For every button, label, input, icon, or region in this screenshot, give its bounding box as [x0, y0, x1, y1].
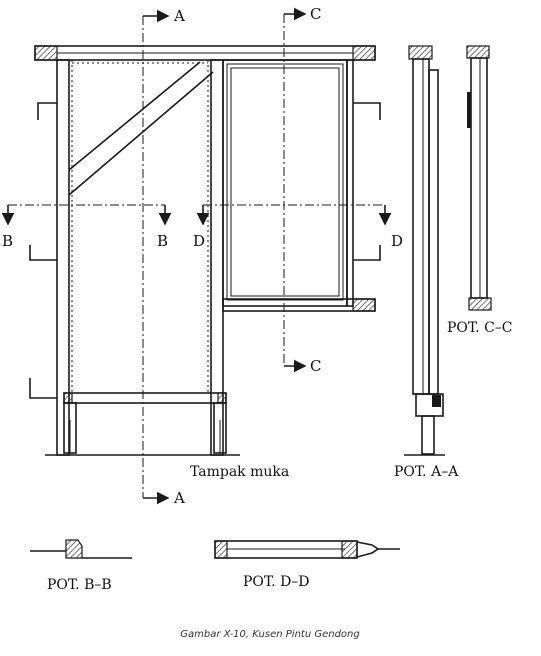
label-section-aa: POT. A–A [394, 464, 459, 480]
label-section-dd: POT. D–D [243, 574, 310, 590]
bottom-rail-left-end [63, 392, 73, 404]
figure-caption: Gambar X-10, Kusen Pintu Gendong [180, 629, 360, 640]
label-a-bottom: A [173, 489, 185, 507]
aa-hinge-block [432, 395, 441, 407]
bracket-left-bottom [29, 378, 57, 399]
window-frame [222, 59, 348, 307]
window-glass [230, 67, 340, 297]
section-bb-drawing [30, 539, 132, 559]
section-cc-drawing [466, 45, 492, 311]
aa-door-leaf [428, 69, 439, 395]
cc-top-cap [466, 45, 490, 59]
section-lines [1, 7, 392, 505]
top-beam-right-end [352, 45, 376, 61]
label-c-top: C [310, 5, 321, 23]
cc-bottom-cap [468, 297, 492, 311]
aa-post [412, 58, 430, 395]
bottom-rail [63, 392, 227, 404]
label-b-right: B [157, 232, 168, 250]
cc-frame [470, 57, 488, 299]
top-beam-left-end [34, 45, 58, 61]
window-right-post [346, 59, 354, 307]
label-section-bb: POT. B–B [47, 577, 112, 593]
brace-line-1 [68, 61, 201, 171]
window-sill-right-end [352, 298, 376, 312]
label-d-right: D [391, 232, 403, 250]
front-view [29, 45, 381, 456]
dd-right-end [341, 540, 358, 559]
dd-nose [356, 541, 380, 558]
bracket-right-top [353, 102, 381, 120]
label-a-top: A [173, 7, 185, 25]
labels: A C B B D D C A Tampak muka POT. A–A POT… [2, 5, 513, 640]
cc-glazing-bead [467, 92, 471, 128]
label-c-bottom: C [310, 357, 321, 375]
section-dd-drawing [214, 540, 400, 559]
label-b-left: B [2, 232, 13, 250]
label-section-cc: POT. C–C [447, 320, 513, 336]
bb-profile [65, 539, 83, 559]
brace-line-2 [68, 71, 214, 196]
bracket-right-mid [353, 245, 381, 261]
dd-left-end [214, 540, 228, 559]
label-front-view: Tampak muka [190, 464, 289, 480]
window-inner [226, 63, 344, 301]
bracket-left-top [37, 102, 57, 120]
bracket-left-mid [29, 245, 57, 261]
section-aa-drawing [404, 45, 445, 456]
aa-top-cap [408, 45, 433, 60]
aa-foot [421, 415, 435, 455]
bottom-rail-right-end [217, 392, 227, 404]
label-d-left: D [193, 232, 205, 250]
